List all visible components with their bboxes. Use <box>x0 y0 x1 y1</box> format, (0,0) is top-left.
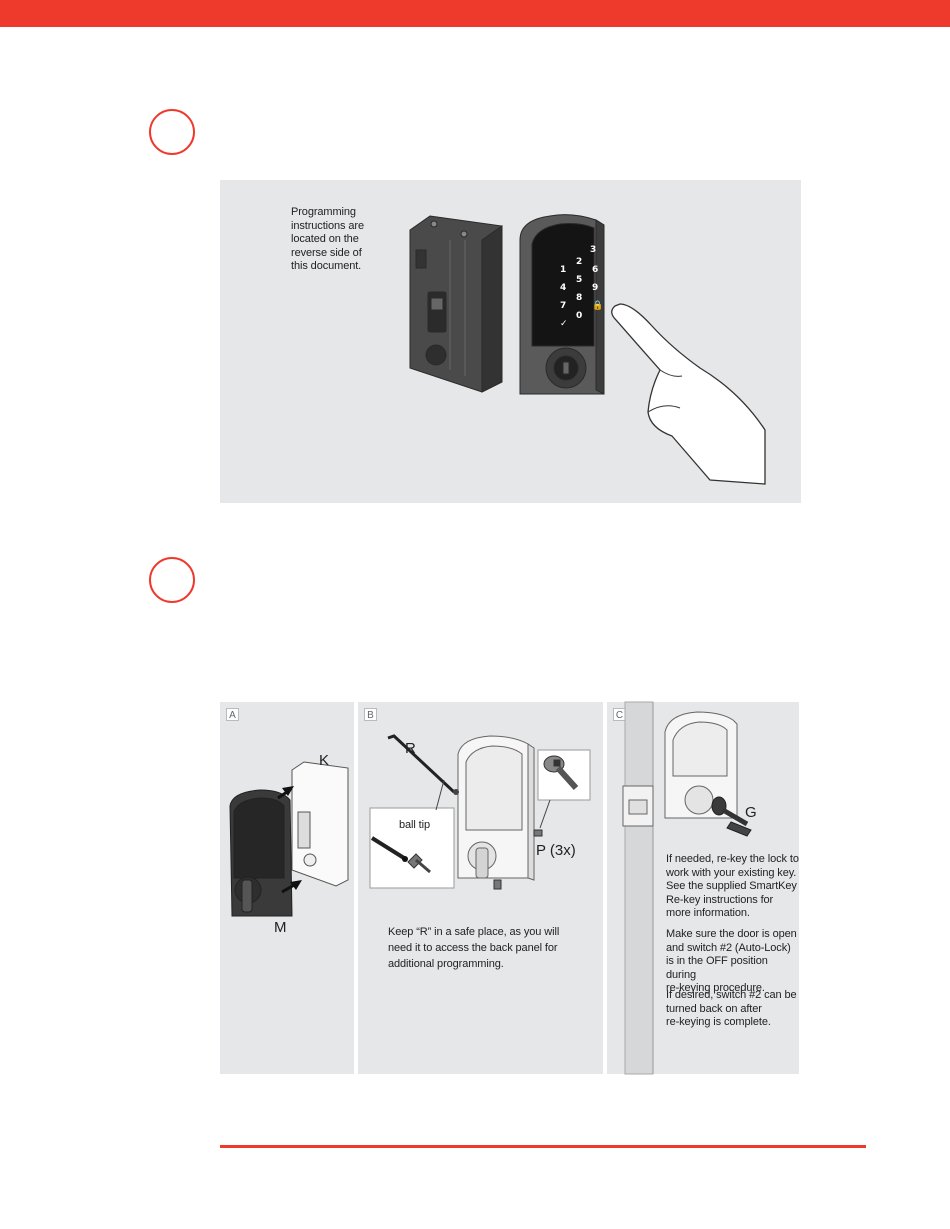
step-2-panel-b: B R ball tip P (3x <box>358 702 603 1074</box>
label-k: K <box>319 752 330 769</box>
programming-note: Programming instructions are located on … <box>291 206 364 272</box>
step-1-circle <box>149 109 195 155</box>
keypad-key: 3 <box>590 245 596 255</box>
footer-accent-rule <box>220 1145 866 1148</box>
label-ball-tip: ball tip <box>399 819 430 831</box>
keypad-key: 7 <box>560 301 566 311</box>
rekey-note: If needed, re-key the lock to work with … <box>666 853 799 919</box>
step-2-panel-c: C G If needed, re-key the lock to work w… <box>607 701 799 1075</box>
keypad-key: 4 <box>560 283 566 293</box>
keypad-key: 5 <box>576 275 582 285</box>
panel-b-tag: B <box>364 708 377 721</box>
keypad-key: ✓ <box>560 319 568 329</box>
step-1-illustration-panel: Programming instructions are located on … <box>220 180 801 503</box>
panel-a-assembly-illustration <box>229 761 349 917</box>
step-2-circle <box>149 557 195 603</box>
keypad-key: 0 <box>576 311 582 321</box>
panel-c-rekey-illustration <box>622 701 752 1075</box>
keypad-key: 2 <box>576 257 582 267</box>
label-p-3x: P (3x) <box>536 842 576 859</box>
step-2-panel-a: A K M <box>220 702 354 1074</box>
switch-on-note: If desired, switch #2 can be turned back… <box>666 989 797 1028</box>
header-accent-bar <box>0 0 950 27</box>
label-m: M <box>274 919 287 936</box>
keypad-key: 🔒 <box>592 300 603 311</box>
interior-unit-illustration <box>409 214 605 395</box>
door-open-note: Make sure the door is open and switch #2… <box>666 928 797 994</box>
hex-key-note: Keep “R” in a safe place, as you will ne… <box>388 926 560 970</box>
keypad-key: 1 <box>560 265 566 275</box>
keypad-key: 9 <box>592 283 598 293</box>
label-g: G <box>745 804 757 821</box>
panel-a-tag: A <box>226 708 239 721</box>
label-r: R <box>405 740 416 757</box>
hand-pointing-illustration <box>611 303 766 485</box>
keypad-key: 6 <box>592 265 598 275</box>
panel-b-back-panel-illustration <box>369 734 591 890</box>
keypad-key: 8 <box>576 293 582 303</box>
